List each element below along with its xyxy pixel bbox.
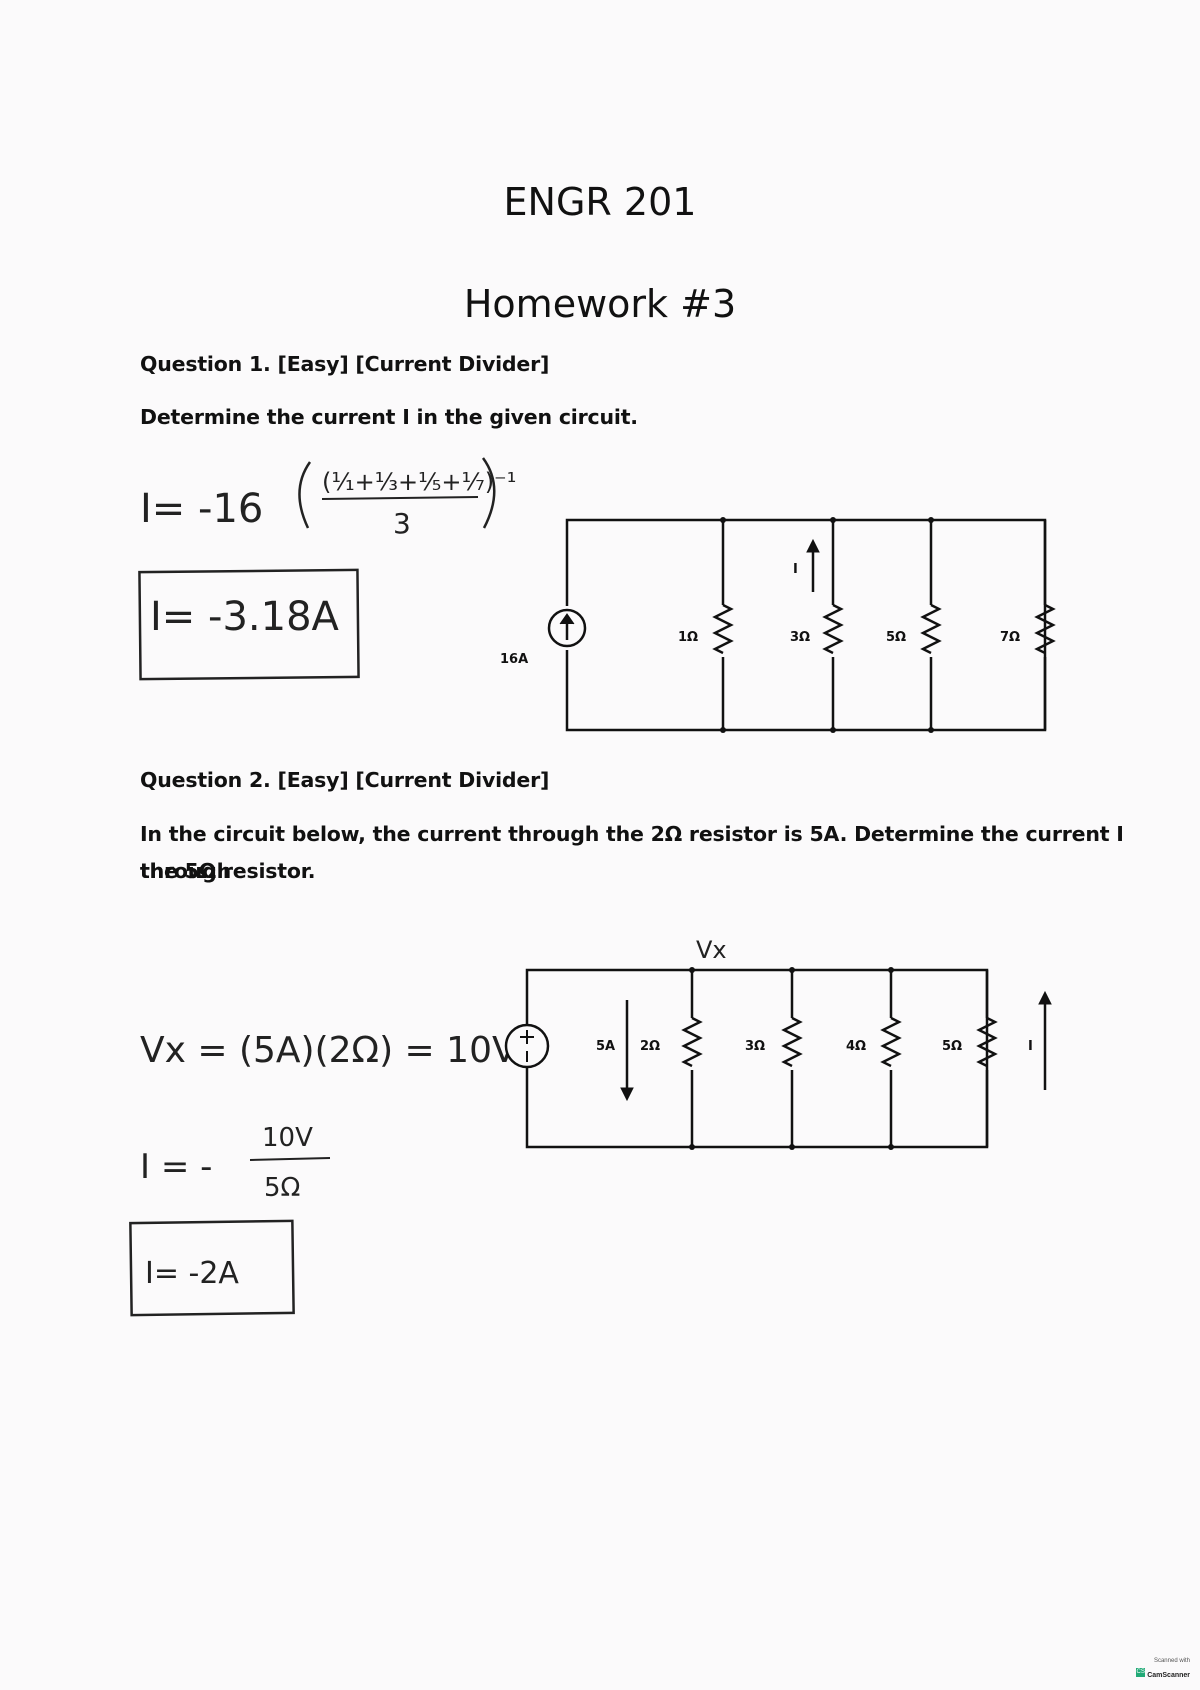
q1-answer: I= -3.18A bbox=[150, 594, 340, 640]
q2-current-2ohm-label: 5A bbox=[596, 1039, 615, 1054]
q2-resistor-3 bbox=[781, 1016, 803, 1068]
q2-answer: I= -2A bbox=[145, 1256, 239, 1291]
q2-circuit-frame bbox=[525, 968, 989, 1149]
q2-resistor-5 bbox=[976, 1016, 998, 1068]
q2-heading: Question 2. [Easy] [Current Divider] bbox=[140, 768, 550, 792]
q1-work-lhs: I= -16 bbox=[140, 486, 263, 532]
camscanner-logo-icon: CS bbox=[1136, 1668, 1146, 1678]
q2-resistor-4 bbox=[880, 1016, 902, 1068]
q2-work-vx: Vx = (5A)(2Ω) = 10V bbox=[140, 1030, 517, 1071]
q1-circuit-frame bbox=[565, 518, 1047, 732]
q1-resistor-1 bbox=[712, 603, 734, 655]
q1-inner-sum: (¹⁄₁+¹⁄₃+¹⁄₅+¹⁄₇)⁻¹ bbox=[322, 468, 516, 496]
q1-circuit bbox=[547, 517, 1056, 733]
q1-current-source bbox=[547, 606, 587, 650]
q2-node-label: Vx bbox=[696, 936, 727, 964]
course-title: ENGR 201 bbox=[503, 180, 697, 224]
q1-left-paren bbox=[298, 461, 312, 529]
q1-resistor-label-4: 7Ω bbox=[1000, 630, 1020, 645]
q1-fraction-bar bbox=[321, 496, 479, 500]
q1-work-denominator: 3 bbox=[393, 507, 411, 540]
q2-fraction-bar bbox=[249, 1157, 331, 1161]
q2-prompt-line2: the 5Ω resistor. bbox=[140, 859, 316, 883]
q1-prompt: Determine the current I in the given cir… bbox=[140, 405, 638, 429]
q1-heading: Question 1. [Easy] [Current Divider] bbox=[140, 352, 550, 376]
q1-resistor-7 bbox=[1034, 603, 1056, 655]
q1-current-label: I bbox=[793, 562, 798, 577]
q1-right-paren bbox=[481, 457, 496, 529]
q1-resistor-label-1: 1Ω bbox=[678, 630, 698, 645]
scanned-with-text: Scanned with bbox=[1153, 1658, 1190, 1664]
q1-handwritten-work: I= -16 (¹⁄₁+¹⁄₃+¹⁄₅+¹⁄₇)⁻¹ 3 I= -3.18A bbox=[138, 457, 516, 681]
q2-work-i-num: 10V bbox=[262, 1123, 313, 1153]
q2-work-i-den: 5Ω bbox=[264, 1173, 300, 1203]
q2-resistor-label-4: 5Ω bbox=[942, 1039, 962, 1054]
q1-resistor-label-2: 3Ω bbox=[790, 630, 810, 645]
q2-resistor-label-2: 3Ω bbox=[745, 1039, 765, 1054]
q2-current-label: I bbox=[1028, 1039, 1033, 1054]
q2-answer-box bbox=[129, 1219, 295, 1317]
camscanner-brand: CamScanner bbox=[1147, 1672, 1190, 1679]
q2-prompt-line1: In the circuit below, the current throug… bbox=[140, 822, 1124, 883]
q1-answer-box bbox=[138, 568, 360, 681]
homework-title: Homework #3 bbox=[463, 282, 737, 326]
q2-circuit bbox=[504, 967, 1052, 1150]
q2-voltage-source bbox=[504, 1023, 550, 1069]
q2-work-i-lhs: I = - bbox=[140, 1147, 212, 1187]
q2-resistor-label-1: 2Ω bbox=[640, 1039, 660, 1054]
q1-resistor-label-3: 5Ω bbox=[886, 630, 906, 645]
q1-resistor-5 bbox=[920, 603, 942, 655]
q1-resistor-3 bbox=[822, 603, 844, 655]
q2-handwritten-work: Vx = (5A)(2Ω) = 10V I = - 10V 5Ω I= -2A bbox=[129, 1030, 517, 1317]
q2-resistor-2 bbox=[681, 1016, 703, 1068]
q2-resistor-label-3: 4Ω bbox=[846, 1039, 866, 1054]
q1-source-label: 16A bbox=[500, 652, 528, 667]
